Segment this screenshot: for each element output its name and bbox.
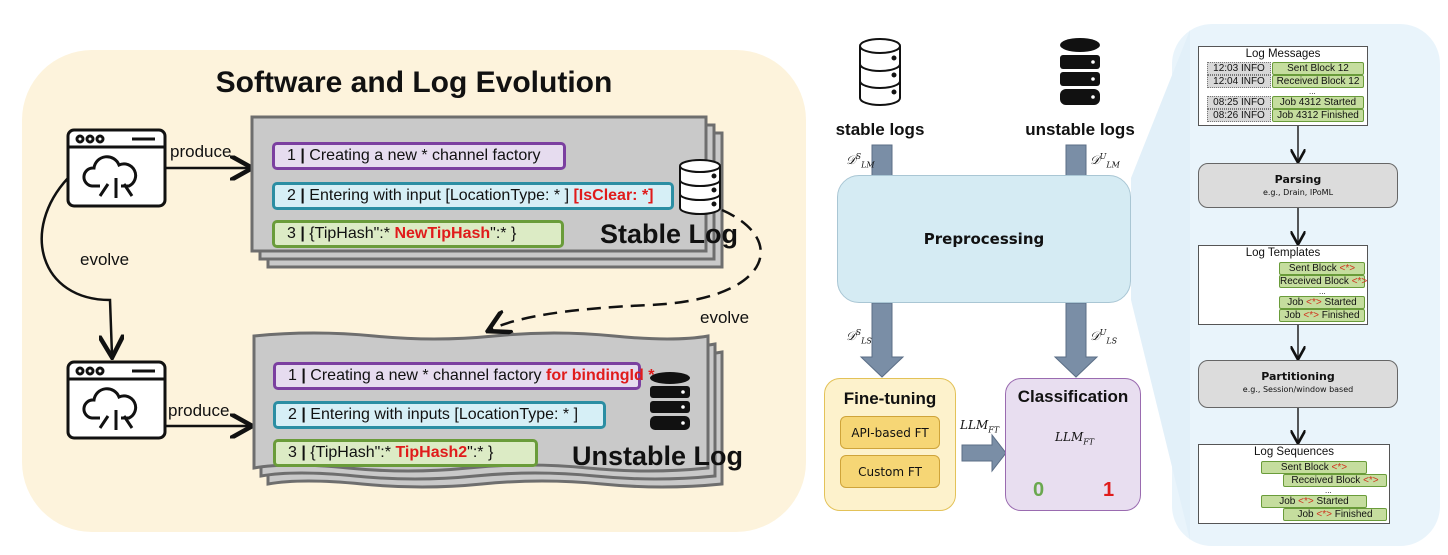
ellipsis: ... [1309,87,1316,96]
output-zero: 0 [1033,479,1045,501]
llm-ft-model-label: LLMFT [1055,430,1095,447]
log-templates-box: Log Templates Sent Block <*> Received Bl… [1198,245,1368,325]
evolve-label: evolve [80,250,130,269]
log-template: Received Block <*> [1279,275,1368,288]
fine-tuning-title: Fine-tuning [843,389,937,408]
produce-label: produce [170,142,232,161]
evolve-arrow [40,177,112,355]
produce-label: produce [168,401,230,420]
stable-log-row: 2 | Entering with input [LocationType: *… [272,182,674,210]
evolve-label: evolve [700,308,750,327]
d-lm-u-label: 𝒟ULM [1090,152,1120,170]
log-sequence-item: Job <*> Started [1261,495,1367,508]
classification-box: Classification [1005,378,1141,511]
timestamp: 08:26 INFO [1207,109,1271,122]
unstable-logs-database-icon [1060,38,1100,105]
output-one: 1 [1103,479,1115,501]
log-messages-title: Log Messages [1245,48,1321,60]
unstable-input-arrow [1065,144,1087,177]
evolve-dashed-arrow [490,208,762,330]
log-sequence-item: Sent Block <*> [1261,461,1367,474]
log-sequence-item: Received Block <*> [1283,474,1387,487]
preprocessing-label: Preprocessing [923,230,1045,248]
unstable-log-row: 2 | Entering with inputs [LocationType: … [273,401,606,429]
fine-tuning-box: Fine-tuning API-based FT Custom FT [824,378,956,511]
preprocessing-box: Preprocessing [837,175,1131,303]
log-templates-title: Log Templates [1245,247,1321,259]
log-message: Sent Block 12 [1272,62,1364,75]
database-outline-icon [679,159,721,215]
llm-ft-label: LLMFT [960,418,1000,435]
stable-log-row: 1 | Creating a new * channel factory [272,142,566,170]
unstable-logs-label: unstable logs [1025,120,1135,139]
app-cloud-icon [66,360,167,440]
unstable-log-label: Unstable Log [572,441,744,471]
log-message: Received Block 12 [1272,75,1364,88]
stable-sequence-arrow [859,302,905,378]
log-messages-box: Log Messages 12:03 INFO Sent Block 12 12… [1198,46,1368,126]
log-sequences-box: Log Sequences Sent Block <*> Received Bl… [1198,444,1390,524]
d-ls-s-label: 𝒟SLS [846,328,872,346]
log-sequence-item: Job <*> Finished [1283,508,1387,521]
diagram-title: Software and Log Evolution [215,66,613,99]
timestamp: 12:03 INFO [1207,62,1271,75]
zoom-wedge [1131,30,1190,540]
unstable-log-row: 1 | Creating a new * channel factory for… [273,362,654,390]
d-lm-s-label: 𝒟SLM [846,152,875,170]
log-template: Sent Block <*> [1279,262,1365,275]
stable-logs-database-icon [859,38,901,106]
unstable-log-row: 3 | {TipHash":* TipHash2":* } [273,439,538,467]
timestamp: 08:25 INFO [1207,96,1271,109]
log-template: Job <*> Finished [1279,309,1365,322]
custom-ft-option: Custom FT [840,455,940,488]
stable-log-row: 3 | {TipHash":* NewTipHash":* } [272,220,564,248]
classification-title: Classification [1017,387,1129,406]
unstable-sequence-arrow [1053,302,1099,378]
timestamp: 12:04 INFO [1207,75,1271,88]
log-sequences-title: Log Sequences [1254,446,1334,458]
log-message: Job 4312 Finished [1272,109,1364,122]
stable-logs-label: stable logs [835,120,925,139]
api-based-ft-option: API-based FT [840,416,940,449]
log-template: Job <*> Started [1279,296,1365,309]
ellipsis: ... [1325,486,1332,495]
stable-input-arrow [871,144,893,177]
model-transfer-arrow [961,433,1007,473]
ellipsis: ... [1319,287,1326,296]
database-filled-icon [650,372,690,430]
d-ls-u-label: 𝒟ULS [1090,328,1118,346]
stable-log-label: Stable Log [600,219,739,249]
log-message: Job 4312 Started [1272,96,1364,109]
app-cloud-icon [66,128,167,208]
